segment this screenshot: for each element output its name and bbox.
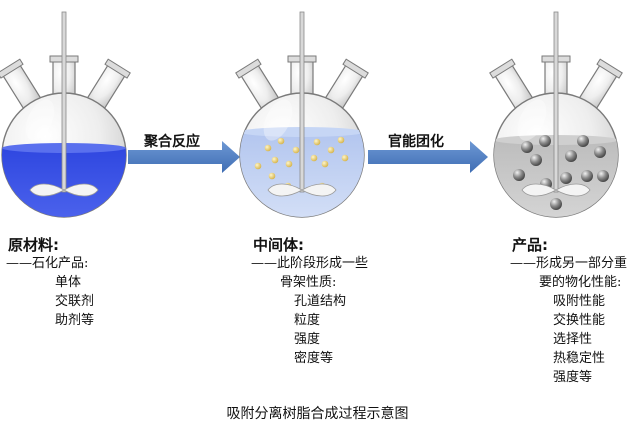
stage-line: 热稳定性 — [553, 351, 606, 366]
arrow-label-functionalization: 官能团化 — [388, 134, 444, 150]
flask-product-icon — [489, 11, 623, 218]
figure-caption: 吸附分离树脂合成过程示意图 — [226, 406, 409, 422]
stage-line: 强度 — [294, 332, 321, 347]
resin-beads — [513, 135, 609, 210]
stage-title-product: 产品: — [512, 236, 548, 254]
stage-title-intermediate: 中间体: — [253, 236, 304, 254]
flask-raw-materials-icon — [0, 11, 131, 218]
stirrer-icon — [521, 11, 591, 197]
arrow-right-icon — [368, 141, 488, 173]
stage-line: 孔道结构 — [294, 294, 347, 309]
stage-line: 强度等 — [553, 370, 593, 385]
arrow-right-icon — [128, 141, 240, 173]
stage-title-raw-materials: 原材料: — [8, 236, 59, 254]
stage-line: ——石化产品: — [6, 256, 89, 271]
stage-line: 要的物化性能: — [539, 275, 622, 290]
arrow-label-polymerization: 聚合反应 — [144, 134, 200, 150]
stage-line: ——此阶段形成一些 — [251, 256, 369, 271]
stage-line: 密度等 — [294, 351, 334, 366]
stage-line: 单体 — [55, 275, 82, 290]
stage-line: 吸附性能 — [553, 294, 606, 309]
stage-line: ——形成另一部分重 — [510, 256, 628, 271]
stage-line: 选择性 — [553, 332, 593, 347]
stage-line: 交联剂 — [55, 294, 95, 309]
stage-line: 助剂等 — [55, 313, 95, 328]
stage-line: 交换性能 — [553, 313, 606, 328]
stage-line: 粒度 — [294, 313, 321, 328]
stage-line: 骨架性质: — [280, 275, 337, 290]
flask-intermediate-icon — [235, 11, 369, 218]
stirrer-icon — [29, 11, 99, 197]
stirrer-icon — [267, 11, 337, 197]
